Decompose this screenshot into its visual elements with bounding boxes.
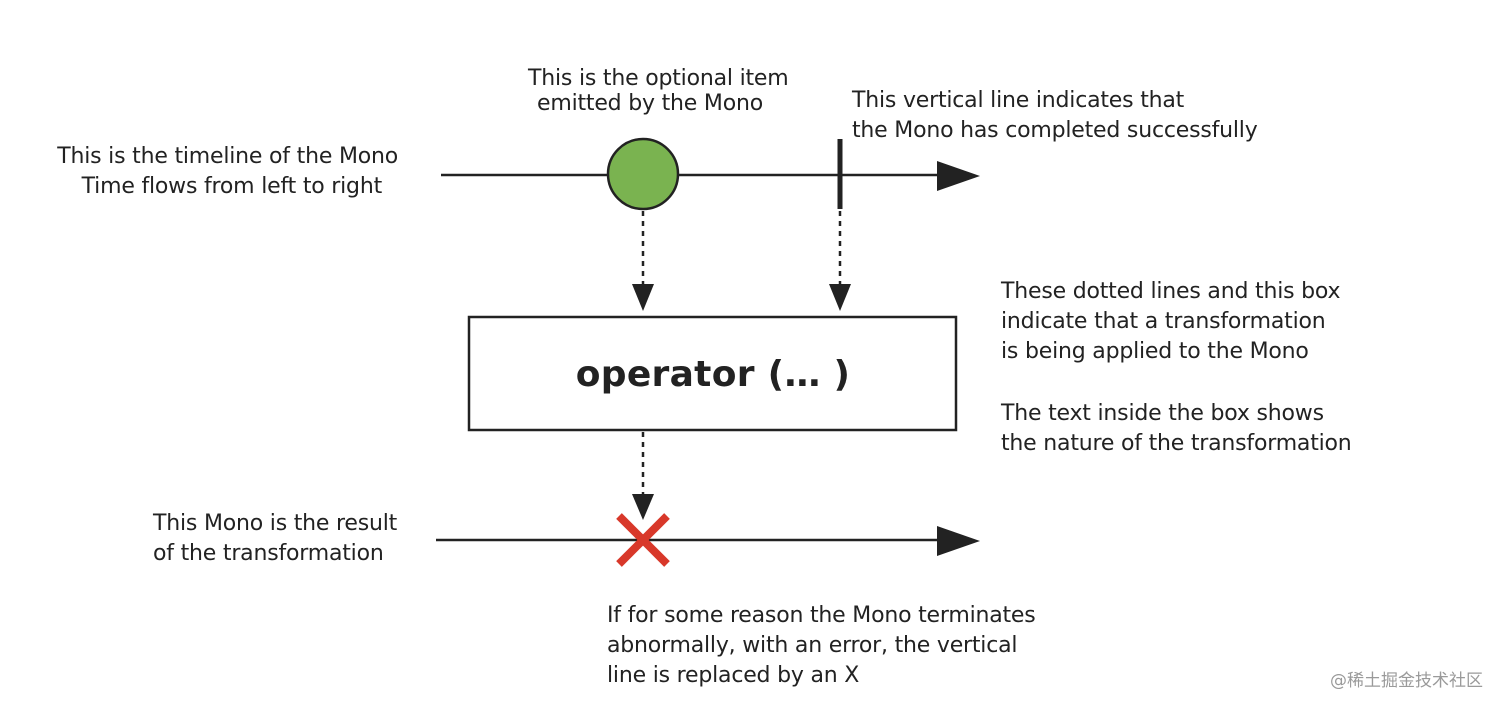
note-line: the Mono has completed successfully: [852, 118, 1258, 143]
note-line: This is the timeline of the Mono: [57, 144, 398, 169]
item-dotted-arrowhead: [632, 284, 654, 311]
emitted-item: [606, 137, 680, 211]
error-x-icon: [616, 513, 670, 567]
note-line: abnormally, with an error, the vertical: [607, 633, 1018, 658]
note-line: line is replaced by an X: [607, 663, 860, 688]
watermark: @稀土掘金技术社区: [1330, 671, 1483, 691]
result-note: This Mono is the result of the transform…: [153, 509, 397, 569]
transformation-note: These dotted lines and this box indicate…: [1001, 277, 1341, 367]
note-line: emitted by the Mono: [537, 91, 763, 116]
note-line: of the transformation: [153, 541, 384, 566]
note-line: indicate that a transformation: [1001, 309, 1326, 334]
completion-dotted-arrowhead: [829, 284, 851, 311]
optional-item-note: This is the optional item emitted by the…: [528, 66, 789, 116]
error-note: If for some reason the Mono terminates a…: [607, 601, 1036, 691]
completion-note: This vertical line indicates that the Mo…: [852, 86, 1258, 146]
note-line: This vertical line indicates that: [852, 88, 1185, 113]
operator-box: [467, 315, 958, 432]
note-line: This is the optional item: [528, 66, 789, 91]
operator-label: operator (… ): [575, 353, 851, 395]
note-line: If for some reason the Mono terminates: [607, 603, 1036, 628]
source-timeline-arrowhead: [937, 161, 980, 191]
source-timeline-note: This is the timeline of the Mono Time fl…: [54, 142, 398, 202]
note-line: Time flows from left to right: [81, 174, 383, 199]
note-line: the nature of the transformation: [1001, 431, 1352, 456]
result-timeline-arrowhead: [937, 526, 980, 556]
note-line: is being applied to the Mono: [1001, 339, 1309, 364]
note-line: This Mono is the result: [153, 511, 398, 536]
operator-text-note: The text inside the box shows the nature…: [1001, 399, 1352, 459]
note-line: The text inside the box shows: [1001, 401, 1324, 426]
output-dotted-arrowhead: [632, 494, 654, 520]
note-line: These dotted lines and this box: [1001, 279, 1341, 304]
